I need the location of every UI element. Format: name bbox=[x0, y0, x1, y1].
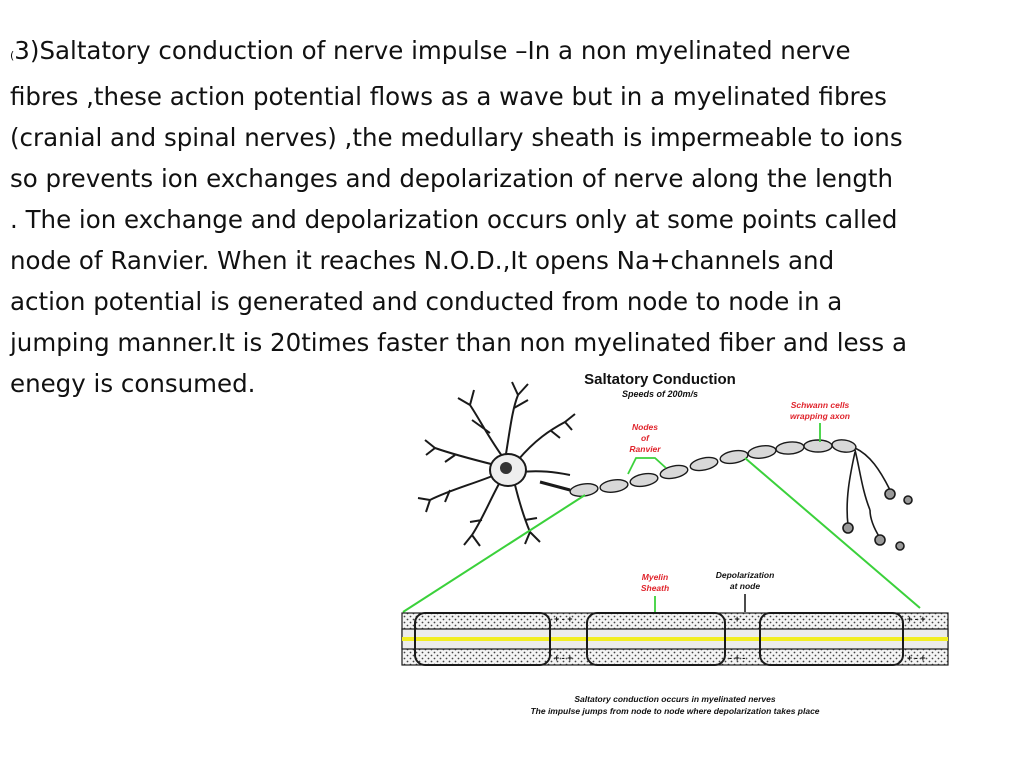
axon-cross-section: + - + + - + - + - - + - + - + + - + bbox=[401, 612, 949, 666]
axon-terminals bbox=[842, 447, 913, 551]
schwann-cells-label-line-1: Schwann cells bbox=[791, 400, 850, 410]
nodes-label-line-3: Ranvier bbox=[629, 444, 661, 454]
opening-parenthesis: ( bbox=[10, 49, 15, 62]
nodes-label-line-2: of bbox=[641, 433, 650, 443]
text-line-3: (cranial and spinal nerves) ,the medulla… bbox=[10, 123, 903, 152]
svg-text:+ - +: + - + bbox=[907, 653, 926, 663]
caption-line-2: The impulse jumps from node to node wher… bbox=[530, 706, 819, 716]
projection-line-right bbox=[744, 457, 921, 609]
nodes-label-line-1: Nodes bbox=[632, 422, 658, 432]
depolarization-label-line-1: Depolarization bbox=[716, 570, 775, 580]
projection-line-left bbox=[402, 494, 586, 613]
text-line-4: so prevents ion exchanges and depolariza… bbox=[10, 164, 894, 193]
slide-body-text: (3)Saltatory conduction of nerve impulse… bbox=[10, 30, 1015, 404]
svg-text:+ - +: + - + bbox=[907, 614, 926, 624]
schwann-cells-label-line-2: wrapping axon bbox=[790, 411, 850, 421]
svg-text:+ - +: + - + bbox=[554, 614, 573, 624]
caption-line-1: Saltatory conduction occurs in myelinate… bbox=[574, 694, 775, 704]
saltatory-conduction-figure: Saltatory Conduction Speeds of 200m/s bbox=[400, 360, 960, 725]
nodes-pointer-line bbox=[627, 457, 667, 475]
svg-text:- + -: - + - bbox=[729, 653, 745, 663]
myelin-segment-1 bbox=[414, 612, 551, 666]
text-line-6: node of Ranvier. When it reaches N.O.D.,… bbox=[10, 246, 835, 275]
text-line-9: enegy is consumed. bbox=[10, 369, 256, 398]
myelin-segment-3 bbox=[759, 612, 904, 666]
node-charges: + - + + - + - + - - + - + - + + - + bbox=[554, 614, 926, 663]
myelinated-axon-upper bbox=[539, 439, 857, 497]
myelin-sheath-label-line-1: Myelin bbox=[642, 572, 668, 582]
text-line-8: jumping manner.It is 20times faster than… bbox=[10, 328, 907, 357]
svg-text:- + -: - + - bbox=[729, 614, 745, 624]
text-line-7: action potential is generated and conduc… bbox=[10, 287, 843, 316]
figure-title: Saltatory Conduction bbox=[584, 371, 736, 388]
myelin-sheath-label-line-2: Sheath bbox=[641, 583, 669, 593]
neuron-cell-body bbox=[417, 381, 576, 547]
text-line-5: . The ion exchange and depolarization oc… bbox=[10, 205, 898, 234]
text-line-2: fibres ,these action potential flows as … bbox=[10, 82, 887, 111]
figure-subtitle: Speeds of 200m/s bbox=[622, 389, 698, 399]
depolarization-label-line-2: at node bbox=[730, 581, 760, 591]
svg-text:+ - +: + - + bbox=[554, 653, 573, 663]
text-line-1: 3)Saltatory conduction of nerve impulse … bbox=[14, 36, 851, 65]
myelin-segment-2 bbox=[586, 612, 726, 666]
figure-canvas: Saltatory Conduction Speeds of 200m/s bbox=[401, 371, 949, 716]
